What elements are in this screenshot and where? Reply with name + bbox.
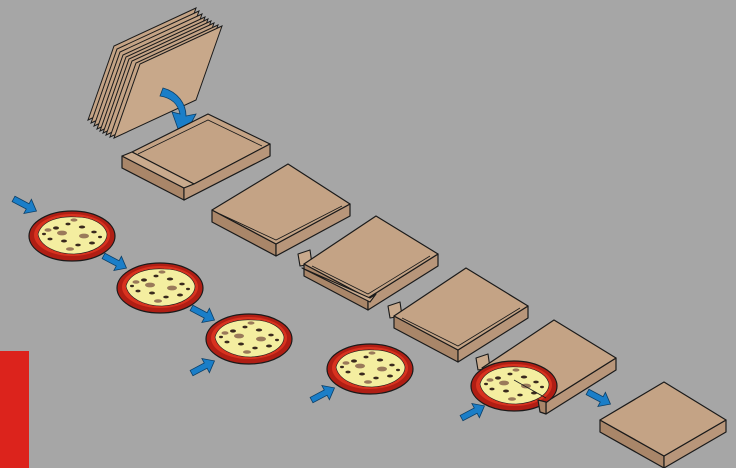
pizza-3 [205, 313, 293, 365]
box-stage-2 [211, 163, 351, 257]
box-stage-1 [121, 113, 271, 201]
arrow-1 [9, 191, 41, 219]
pizza-1 [28, 210, 116, 262]
pizza-2 [116, 262, 204, 314]
arrow-4 [187, 353, 219, 381]
red-side-tab [0, 351, 29, 468]
pizza-4 [326, 343, 414, 395]
arrow-5 [307, 380, 339, 408]
box-closed [599, 381, 727, 468]
box-stage-4 [387, 267, 529, 363]
arrow-7 [583, 384, 615, 412]
box-stage-3 [297, 215, 439, 311]
blank-stack [87, 7, 223, 139]
